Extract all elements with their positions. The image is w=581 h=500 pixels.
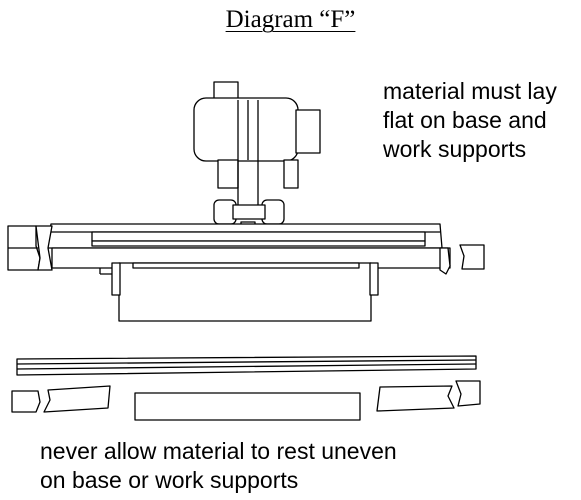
note-line: never allow material to rest uneven [40,438,397,464]
base-uneven [134,392,361,421]
note-line: material must lay [383,78,557,104]
warning-note: never allow material to rest uneven on b… [40,437,560,495]
saw-base [46,223,451,322]
workpiece-bowed [16,355,477,376]
work-support-left [7,225,53,271]
work-support-right [439,244,485,275]
correct-usage-note: material must lay flat on base and work … [383,77,578,164]
note-line: work supports [383,136,527,162]
work-support-left-uneven [11,385,111,413]
note-line: on base or work supports [40,467,299,493]
work-support-right-uneven [376,380,481,412]
saw-motor [193,81,321,210]
note-line: flat on base and [383,107,547,133]
diagram-title: Diagram “F” [225,6,356,33]
